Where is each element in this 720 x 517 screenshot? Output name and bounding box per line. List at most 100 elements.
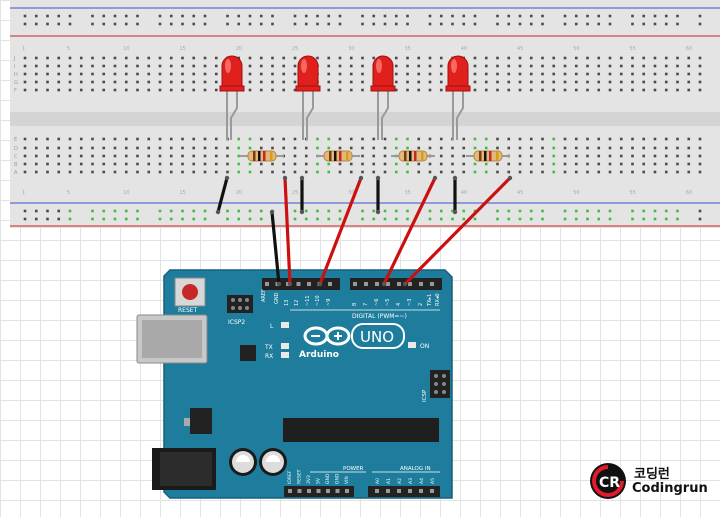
hole [631, 88, 634, 92]
hole [518, 64, 522, 68]
hole [237, 137, 241, 141]
column-number: 5 [67, 46, 70, 52]
column-number: 40 [461, 46, 467, 52]
hole [68, 80, 72, 84]
column-number: 35 [405, 190, 411, 196]
hole [484, 80, 488, 84]
hole [271, 56, 274, 60]
hole [619, 88, 623, 92]
column-number: 35 [405, 46, 411, 52]
header-pin [353, 282, 357, 286]
hole [586, 56, 589, 60]
hole [462, 14, 466, 18]
resistor-2 [316, 150, 360, 162]
hole [664, 146, 668, 150]
hole [642, 14, 646, 18]
hole [383, 14, 387, 18]
gnd-label: GND [274, 292, 280, 304]
digital-pin-label: 8 [352, 303, 358, 306]
hole [428, 14, 432, 18]
codingrun-logo-icon: CR [590, 463, 626, 499]
hole [619, 72, 623, 76]
hole [541, 162, 544, 166]
hole [23, 72, 27, 76]
tx-label: TX [264, 344, 273, 351]
hole [574, 56, 578, 60]
hole [46, 56, 49, 60]
hole [653, 22, 657, 26]
hole [529, 170, 533, 174]
hole [192, 72, 196, 76]
hole [46, 217, 49, 221]
header-pin [316, 489, 321, 493]
hole [102, 88, 106, 92]
hole [327, 217, 331, 221]
hole [574, 14, 578, 18]
hole [203, 64, 207, 68]
reset-button-cap[interactable] [182, 284, 198, 300]
hole [271, 170, 274, 174]
hole [34, 209, 38, 213]
hole [79, 56, 83, 60]
hole [57, 146, 61, 150]
hole [226, 217, 229, 221]
wire-pin-10 [318, 176, 363, 286]
hole [248, 88, 252, 92]
hole [113, 170, 117, 174]
hole [34, 217, 38, 221]
hole [214, 64, 218, 68]
hole [46, 80, 49, 84]
hole [113, 146, 117, 150]
hole [529, 137, 533, 141]
hole [147, 72, 151, 76]
hole [282, 88, 286, 92]
hole [57, 88, 61, 92]
hole [46, 64, 49, 68]
hole [653, 14, 657, 18]
digital-pin-label: ~5 [385, 299, 391, 306]
hole [316, 146, 319, 150]
hole [372, 146, 376, 150]
hole [642, 56, 646, 60]
hole [338, 209, 342, 213]
hole [372, 217, 376, 221]
hole [586, 64, 589, 68]
hole [507, 80, 511, 84]
hole [698, 146, 702, 150]
header-pin [328, 282, 332, 286]
power-pin-label: VIN [344, 476, 350, 484]
hole [349, 64, 353, 68]
hole [34, 72, 38, 76]
hole [192, 56, 196, 60]
hole [91, 146, 94, 150]
hole [169, 56, 173, 60]
hole [439, 154, 443, 158]
column-number: 50 [573, 46, 579, 52]
hole [46, 170, 49, 174]
hole [338, 217, 342, 221]
hole [642, 146, 646, 150]
hole [293, 217, 297, 221]
hole [642, 80, 646, 84]
hole [676, 170, 679, 174]
hole [169, 80, 173, 84]
hole [237, 217, 241, 221]
hole [417, 88, 421, 92]
capacitor-left [229, 448, 257, 476]
hole [91, 72, 94, 76]
hole [496, 209, 499, 213]
hole [642, 162, 646, 166]
hole [34, 162, 38, 166]
column-number: 45 [517, 190, 523, 196]
hole [372, 56, 376, 60]
hole [147, 162, 151, 166]
hole [282, 56, 286, 60]
hole [79, 88, 83, 92]
hole [518, 56, 522, 60]
hole [484, 137, 488, 141]
hole [68, 64, 72, 68]
hole [23, 217, 27, 221]
hole [439, 64, 443, 68]
hole [608, 209, 612, 213]
hole [496, 80, 499, 84]
